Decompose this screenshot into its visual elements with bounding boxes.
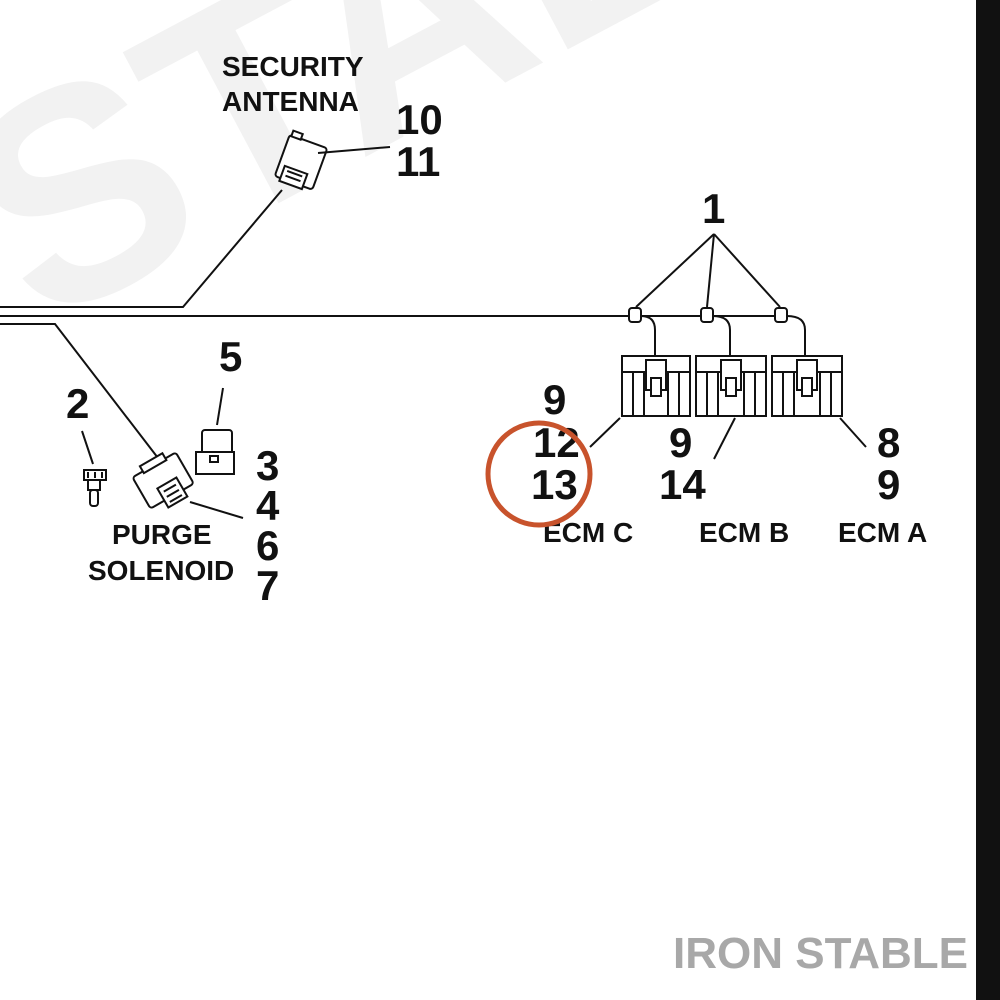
leader-ecm-a xyxy=(839,417,867,448)
ecm-b-label: ECM B xyxy=(699,517,789,548)
callout-6: 6 xyxy=(256,522,279,569)
leader-ecm-c xyxy=(589,417,621,448)
purge-solenoid-label-line2: SOLENOID xyxy=(88,555,234,586)
ecm-a-module-icon xyxy=(771,355,843,417)
callout-7: 7 xyxy=(256,562,279,609)
purge-solenoid-connector-icon xyxy=(132,451,194,509)
right-edge-bar xyxy=(976,0,1000,1000)
bus-connector-icon-c xyxy=(628,307,656,358)
callout-ecm-c-13: 13 xyxy=(531,461,578,508)
leader-5 xyxy=(216,387,224,426)
connector-seal-icon xyxy=(195,429,235,475)
callout-4: 4 xyxy=(256,482,280,529)
bus-connector-icons xyxy=(628,307,806,358)
callout-ecm-a-9: 9 xyxy=(877,461,900,508)
bus-connector-icon-a xyxy=(774,307,806,358)
bus-connector-icon-b xyxy=(700,307,731,358)
security-antenna-connector-icon xyxy=(274,129,328,191)
callout-5: 5 xyxy=(219,333,242,380)
leader-antenna xyxy=(317,146,391,154)
security-antenna-label-line1: SECURITY xyxy=(222,51,364,82)
ecm-b-module-icon xyxy=(695,355,767,417)
callout-11: 11 xyxy=(396,138,440,185)
callout-3: 3 xyxy=(256,442,279,489)
ecm-c-module-icon xyxy=(621,355,691,417)
security-antenna-label-line2: ANTENNA xyxy=(222,86,359,117)
callout-ecm-b-14: 14 xyxy=(659,461,706,508)
iron-stable-watermark: IRON STABLE xyxy=(673,929,968,978)
callout-ecm-c-9: 9 xyxy=(543,376,566,423)
highlight-circle xyxy=(485,420,593,528)
callout-10: 10 xyxy=(396,96,443,143)
leader-2 xyxy=(81,430,94,465)
leader-1 xyxy=(635,233,781,308)
ecm-a-label: ECM A xyxy=(838,517,927,548)
purge-branch-wire xyxy=(0,323,159,459)
purge-solenoid-label-line1: PURGE xyxy=(112,519,212,550)
callout-1: 1 xyxy=(702,185,725,232)
terminal-icon xyxy=(83,469,107,507)
antenna-branch-wire xyxy=(0,189,283,308)
callout-ecm-a-8: 8 xyxy=(877,419,900,466)
callout-2: 2 xyxy=(66,380,89,427)
callout-ecm-b-9: 9 xyxy=(669,419,692,466)
leader-ecm-b xyxy=(713,417,736,460)
leader-purge xyxy=(189,501,244,519)
